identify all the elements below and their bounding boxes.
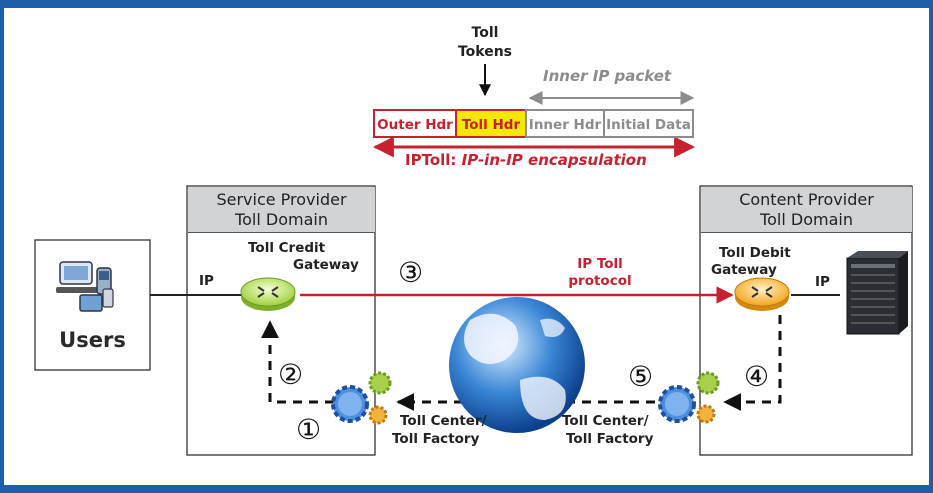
encapsulation-prefix: IPToll:: [405, 151, 457, 169]
toll-center-right-line-1: Toll Center/: [562, 413, 649, 429]
step-2: ②: [278, 358, 304, 391]
inner-ip-packet-label: Inner IP packet: [543, 67, 672, 85]
toll-tokens-line-2: Tokens: [457, 44, 513, 60]
toll-tokens-line-1: Toll: [471, 25, 499, 41]
content-provider-box: [699, 185, 913, 456]
service-provider-header-line-1: Service Provider: [216, 190, 347, 209]
frame-left-bar: [0, 0, 4, 493]
inner-hdr-cell: Inner Hdr: [525, 109, 605, 138]
toll-debit-gateway-router[interactable]: [734, 277, 790, 311]
toll-hdr-cell: Toll Hdr: [455, 109, 527, 138]
toll-debit-gateway-line-1: Toll Debit: [719, 245, 791, 261]
users-label: Users: [59, 328, 126, 352]
content-provider-header-line-2: Toll Domain: [760, 210, 853, 229]
content-provider-header-line-1: Content Provider: [739, 190, 874, 209]
initial-data-cell: Initial Data: [603, 109, 694, 138]
globe-icon: [449, 297, 585, 433]
toll-debit-gateway-line-2: Gateway: [711, 262, 777, 278]
outer-hdr-cell: Outer Hdr: [373, 109, 457, 138]
step-1: ①: [296, 413, 322, 446]
toll-center-left-label: Toll Center/ Toll Factory: [392, 412, 487, 448]
frame-top-bar: [0, 0, 933, 8]
service-provider-ip-label: IP: [199, 273, 214, 289]
frame-bottom-bar: [0, 485, 933, 493]
encapsulation-label: IPToll: IP-in-IP encapsulation: [405, 151, 647, 169]
content-provider-header: Content Provider Toll Domain: [701, 187, 912, 233]
step-3: ③: [398, 256, 424, 289]
service-provider-box: [186, 185, 376, 456]
users-devices-icon: [56, 261, 114, 312]
content-provider-ip-label: IP: [815, 274, 830, 290]
toll-debit-gateway-label: Toll Debit Gateway: [711, 245, 791, 279]
frame-right-bar: [929, 0, 933, 493]
toll-center-left-gears-icon: [331, 371, 392, 425]
toll-center-right-gears-icon: [658, 371, 720, 424]
server-tower-icon: [846, 251, 908, 335]
toll-credit-gateway-line-2: Gateway: [293, 257, 359, 273]
toll-tokens-label: Toll Tokens: [440, 24, 530, 62]
toll-credit-gateway-label: Toll Credit Gateway: [248, 240, 359, 274]
ip-toll-protocol-line-2: protocol: [568, 273, 632, 289]
toll-credit-gateway-line-1: Toll Credit: [248, 240, 326, 256]
toll-credit-gateway-router[interactable]: [240, 277, 296, 311]
service-provider-header: Service Provider Toll Domain: [188, 187, 375, 233]
toll-center-left-line-1: Toll Center/: [400, 413, 487, 429]
ip-toll-protocol-label: IP Toll protocol: [560, 256, 640, 290]
path-step-4: [723, 315, 782, 411]
service-provider-header-line-2: Toll Domain: [235, 210, 328, 229]
encapsulation-text: IP-in-IP encapsulation: [461, 151, 647, 169]
ip-toll-protocol-line-1: IP Toll: [577, 256, 623, 272]
toll-center-right-label: Toll Center/ Toll Factory: [562, 412, 653, 448]
toll-center-right-line-2: Toll Factory: [566, 431, 654, 447]
path-step-2: [261, 320, 350, 404]
toll-center-left-line-2: Toll Factory: [392, 431, 480, 447]
step-5: ⑤: [628, 360, 654, 393]
step-4: ④: [744, 360, 770, 393]
